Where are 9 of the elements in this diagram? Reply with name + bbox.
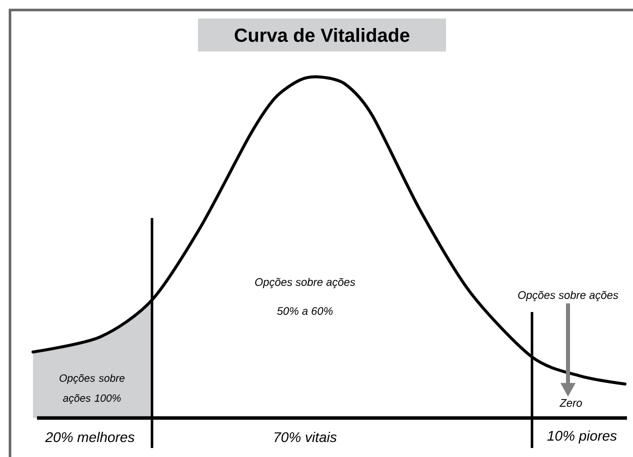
group-label: 20% melhores [45,432,134,442]
shaded-region: Opções sobre ações 100% [33,300,152,418]
title-box: Curva de Vitalidade [198,18,446,52]
group-label: 10% piores [547,430,617,444]
group-label: 70% vitais [274,432,337,442]
annotation-text: Zero [559,399,582,407]
region-label: 50% a 60% [277,307,333,315]
annotation-text: Opções sobre ações [518,290,618,302]
region-label: Opções sobre ações [255,278,356,288]
